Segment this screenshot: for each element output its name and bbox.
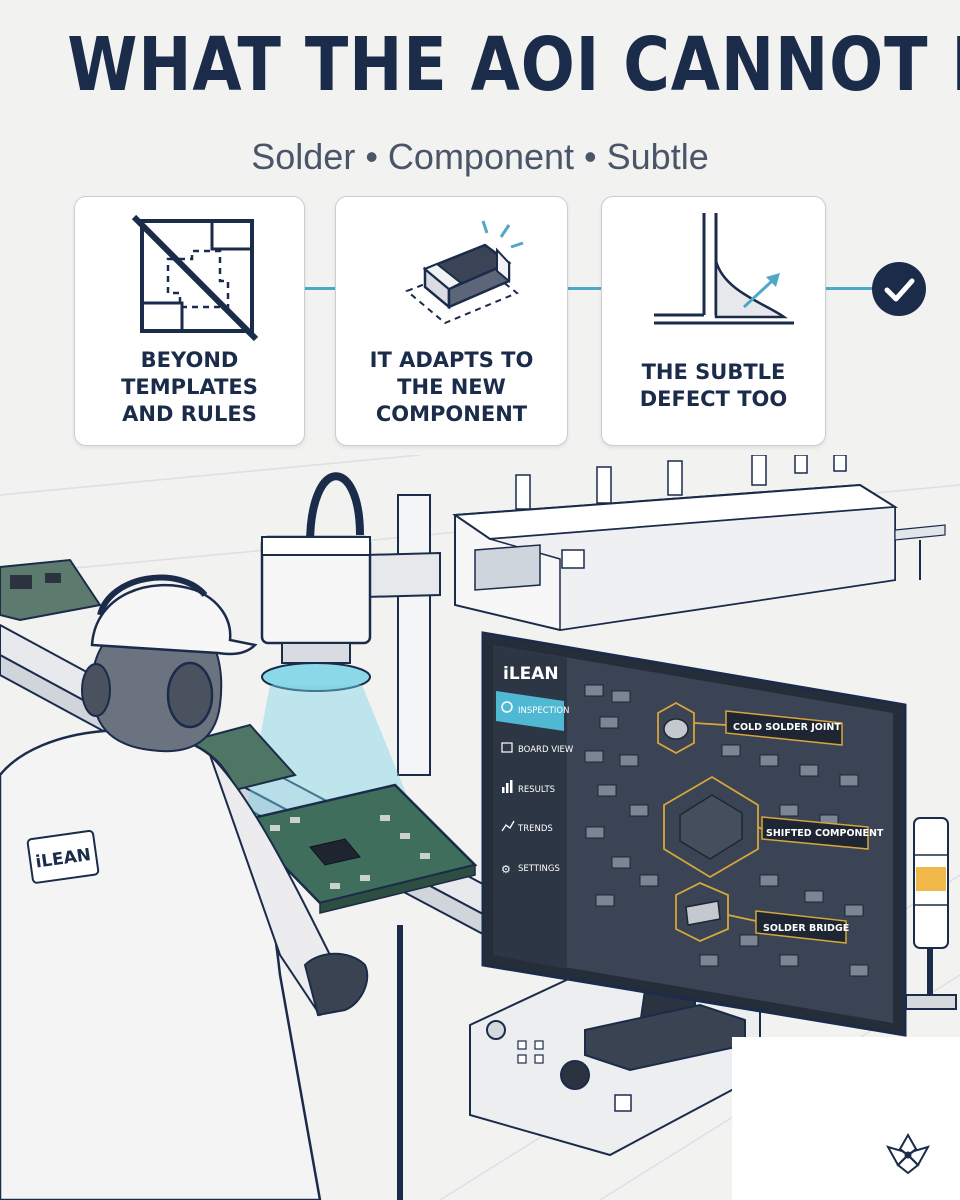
stack-light [905, 817, 957, 1010]
board-image [584, 684, 869, 977]
defect-label-cold-solder: COLD SOLDER JOINT [725, 710, 843, 746]
solder-bridge [685, 900, 721, 926]
defect-label-text: SHIFTED COMPONENT [766, 828, 884, 839]
page-title: WHAT THE AOI CANNOT LEARN [67, 22, 960, 108]
menu-item-board-view[interactable]: BOARD VIEW [501, 742, 574, 755]
monitor-brand: iLEAN [503, 664, 559, 684]
menu-item-results[interactable]: RESULTS [502, 780, 555, 795]
defect-label-shifted-component: SHIFTED COMPONENT [761, 816, 884, 850]
factory-scene: iLEAN iLEAN INSPECTION BOARD VIEW [0, 455, 960, 1200]
badge: iLEAN [26, 829, 100, 884]
defect-label-text: SOLDER BRIDGE [763, 923, 849, 934]
menu-item-label: TRENDS [517, 824, 553, 834]
card-label: IT ADAPTS TO THE NEW COMPONENT [369, 348, 534, 426]
page-subtitle: Solder • Component • Subtle [251, 136, 709, 177]
trend-line-icon [501, 820, 515, 832]
checkmark-icon [872, 262, 926, 316]
menu-item-inspection[interactable]: INSPECTION [501, 701, 569, 716]
shifted-component [679, 794, 743, 860]
defect-label-text: COLD SOLDER JOINT [733, 722, 841, 733]
card-beyond-templates: BEYOND TEMPLATES AND RULES [74, 196, 305, 446]
reflow-oven [452, 455, 946, 632]
pcb-board [0, 558, 102, 622]
defect-label-solder-bridge: SOLDER BRIDGE [755, 910, 849, 944]
operator: iLEAN [0, 574, 369, 1200]
inspection-camera [260, 472, 372, 692]
menu-item-settings[interactable]: ⚙ SETTINGS [501, 863, 560, 876]
menu-item-label: BOARD VIEW [518, 745, 574, 755]
ilean-flower-logo-icon [885, 1132, 931, 1175]
chip-component-icon [404, 220, 523, 325]
bar-chart-icon [502, 780, 513, 793]
inspection-beam [245, 685, 415, 815]
main-pcb [237, 783, 478, 914]
connector-line [303, 287, 335, 290]
gantry-column [364, 494, 441, 776]
card-adapts-component: IT ADAPTS TO THE NEW COMPONENT [335, 196, 568, 446]
connector-line [566, 287, 601, 290]
menu-item-label: SETTINGS [518, 864, 560, 874]
card-label: THE SUBTLE DEFECT TOO [639, 360, 788, 411]
gear-icon: ⚙ [501, 863, 511, 876]
menu-item-trends[interactable]: TRENDS [501, 820, 553, 834]
inspection-monitor: iLEAN INSPECTION BOARD VIEW RESULTS TREN… [481, 631, 907, 1072]
connector-line [824, 287, 874, 290]
menu-active-highlight [496, 691, 564, 731]
menu-item-label: INSPECTION [518, 706, 569, 716]
corner-patch [732, 1037, 960, 1200]
template-crossed-icon [131, 214, 258, 342]
search-icon [501, 701, 513, 713]
menu-item-label: RESULTS [518, 785, 555, 795]
card-subtle-defect: THE SUBTLE DEFECT TOO [601, 196, 826, 446]
card-label: BEYOND TEMPLATES AND RULES [121, 348, 258, 426]
solder-joint [663, 718, 689, 740]
solder-joint-icon [653, 213, 794, 325]
board-icon [501, 742, 513, 753]
